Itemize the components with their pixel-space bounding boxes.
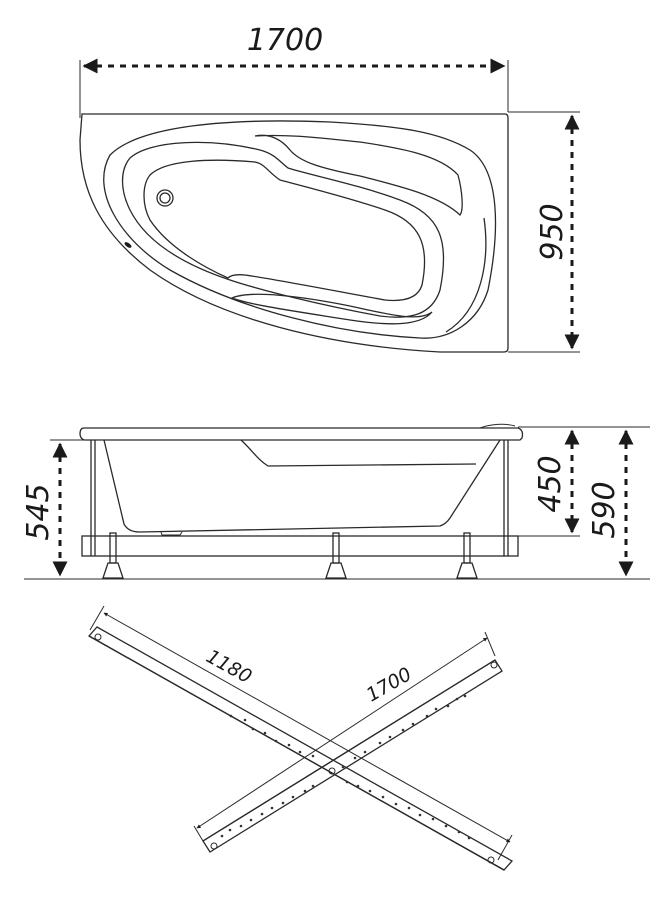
depth-label: 950 — [535, 203, 570, 260]
tub-basin — [143, 159, 426, 302]
headrest-contour — [254, 134, 463, 216]
depth-dimension: 950 — [508, 111, 580, 353]
short-bar-label: 1180 — [202, 645, 255, 688]
side-rim — [79, 427, 524, 441]
side-bowl — [103, 439, 501, 533]
armrest-contour — [230, 293, 433, 325]
tub-outer-rim — [79, 113, 509, 353]
frame-height-label: 545 — [21, 483, 56, 540]
bar-short: 1180 — [87, 605, 514, 871]
overflow-icon — [124, 242, 132, 248]
bowl-depth-label: 450 — [533, 455, 568, 512]
rim-arc — [445, 217, 487, 333]
total-height-label: 590 — [587, 481, 622, 538]
leg-1 — [102, 532, 124, 579]
drain-icon — [156, 189, 174, 207]
long-bar-label: 1700 — [363, 663, 416, 706]
leg-3 — [456, 532, 478, 579]
tub-ledge-outer — [103, 120, 497, 339]
tub-ledge-middle — [121, 141, 445, 318]
frame-base — [81, 535, 519, 557]
frame-view: 1180 1700 — [87, 605, 514, 871]
top-view: 1700 950 — [79, 23, 580, 353]
width-label: 1700 — [247, 23, 323, 58]
side-view: 545 450 590 — [21, 423, 650, 580]
leg-2 — [325, 532, 347, 579]
width-dimension: 1700 — [79, 23, 509, 118]
